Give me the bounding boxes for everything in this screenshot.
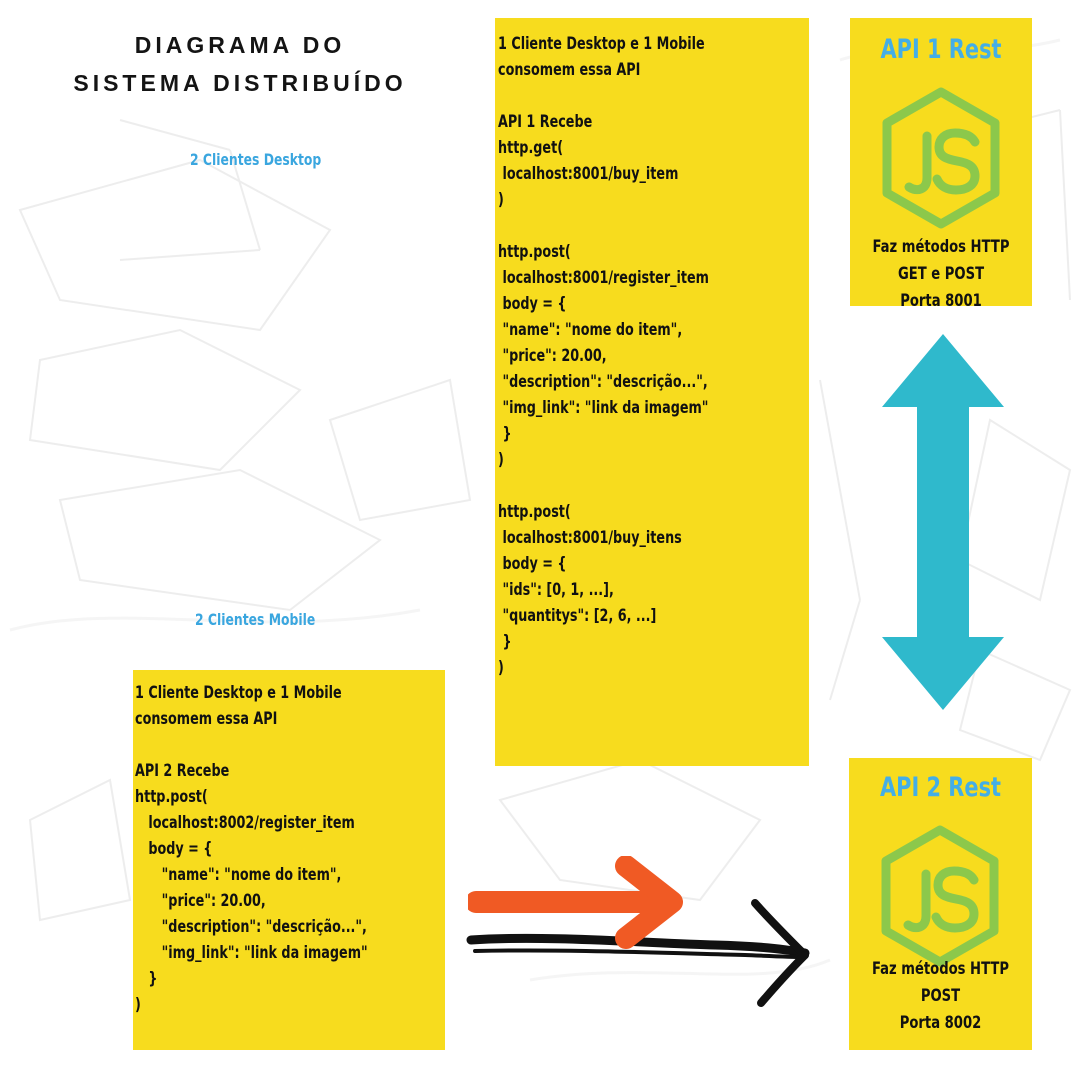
api1-box-line: ) xyxy=(498,658,504,677)
api2-desc-line-2: POST xyxy=(920,986,961,1006)
api1-box-line xyxy=(498,83,765,109)
api1-card-description: Faz métodos HTTP GET e POST Porta 8001 xyxy=(863,234,1020,315)
diagram-title: DIAGRAMA DO SISTEMA DISTRIBUÍDO xyxy=(70,26,410,102)
api2-box-line: body = { xyxy=(135,839,213,858)
desktop-clients-label: 2 Clientes Desktop xyxy=(190,150,322,169)
api2-endpoints-box: 1 Cliente Desktop e 1 Mobile consomem ess… xyxy=(133,670,445,1050)
api1-box-line xyxy=(498,213,765,239)
api1-box-line: ) xyxy=(498,190,504,209)
api1-box-line: http.get( xyxy=(498,138,564,157)
api1-box-line: "description": "descrição...", xyxy=(498,372,708,391)
api1-box-line: http.post( xyxy=(498,242,571,261)
api1-desc-line-2: GET e POST xyxy=(897,264,985,284)
api1-box-line: "price": 20.00, xyxy=(498,346,607,365)
hand-drawn-right-arrow-icon xyxy=(466,899,810,1007)
api1-box-line xyxy=(498,473,765,499)
api2-box-line: "description": "descrição...", xyxy=(135,917,367,936)
api1-box-line: 1 Cliente Desktop e 1 Mobile xyxy=(498,34,705,53)
api1-box-line: body = { xyxy=(498,554,567,573)
api1-box-line: } xyxy=(498,632,512,651)
api1-card-title: API 1 Rest xyxy=(880,34,1002,65)
api1-box-line: localhost:8001/buy_itens xyxy=(498,528,682,547)
api1-box-line: "ids": [0, 1, ...], xyxy=(498,580,614,599)
nodejs-js-hexagon-icon xyxy=(881,825,999,967)
api1-box-line: ) xyxy=(498,450,504,469)
api1-box-line: localhost:8001/register_item xyxy=(498,268,709,287)
api1-desc-line-1: Faz métodos HTTP xyxy=(872,237,1010,257)
api2-box-line: "price": 20.00, xyxy=(135,891,266,910)
api2-desc-line-1: Faz métodos HTTP xyxy=(872,959,1009,979)
right-arrow-icon xyxy=(468,856,683,949)
api1-box-line: "quantitys": [2, 6, ...] xyxy=(498,606,657,625)
api1-box-line: "name": "nome do item", xyxy=(498,320,683,339)
api2-box-line: } xyxy=(135,969,158,988)
api1-box-line: consomem essa API xyxy=(498,60,641,79)
api1-box-line: http.post( xyxy=(498,502,571,521)
api2-box-line: http.post( xyxy=(135,787,208,806)
api2-box-line: ) xyxy=(135,995,141,1014)
api2-card-description: Faz métodos HTTP POST Porta 8002 xyxy=(862,956,1019,1037)
api2-box-line: consomem essa API xyxy=(135,709,278,728)
api1-box-line: "img_link": "link da imagem" xyxy=(498,398,709,417)
nodejs-js-hexagon-icon xyxy=(882,87,1000,229)
api1-box-line: localhost:8001/buy_item xyxy=(498,164,679,183)
api1-endpoints-box: 1 Cliente Desktop e 1 Mobile consomem ess… xyxy=(495,18,809,766)
api2-card-title: API 2 Rest xyxy=(879,772,1001,803)
api1-box-line: } xyxy=(498,424,512,443)
api2-box-line: 1 Cliente Desktop e 1 Mobile xyxy=(135,683,342,702)
title-line-2: SISTEMA DISTRIBUÍDO xyxy=(73,70,407,96)
api2-box-line: "img_link": "link da imagem" xyxy=(135,943,368,962)
api2-box-line: API 2 Recebe xyxy=(135,761,230,780)
api2-box-line: "name": "nome do item", xyxy=(135,865,342,884)
api1-desc-line-3: Porta 8001 xyxy=(900,291,982,311)
title-line-1: DIAGRAMA DO xyxy=(134,32,346,58)
api1-rest-card: API 1 Rest Faz métodos HTTP GET e POST P… xyxy=(850,18,1032,311)
api1-box-line: body = { xyxy=(498,294,567,313)
double-headed-arrow-icon xyxy=(882,334,1004,710)
mobile-clients-label: 2 Clientes Mobile xyxy=(195,610,316,629)
api2-desc-line-3: Porta 8002 xyxy=(899,1013,982,1033)
api2-box-line: localhost:8002/register_item xyxy=(135,813,355,832)
api2-rest-card: API 2 Rest Faz métodos HTTP POST Porta 8… xyxy=(849,758,1032,1050)
api1-box-line: API 1 Recebe xyxy=(498,112,593,131)
api2-box-line xyxy=(135,732,402,758)
